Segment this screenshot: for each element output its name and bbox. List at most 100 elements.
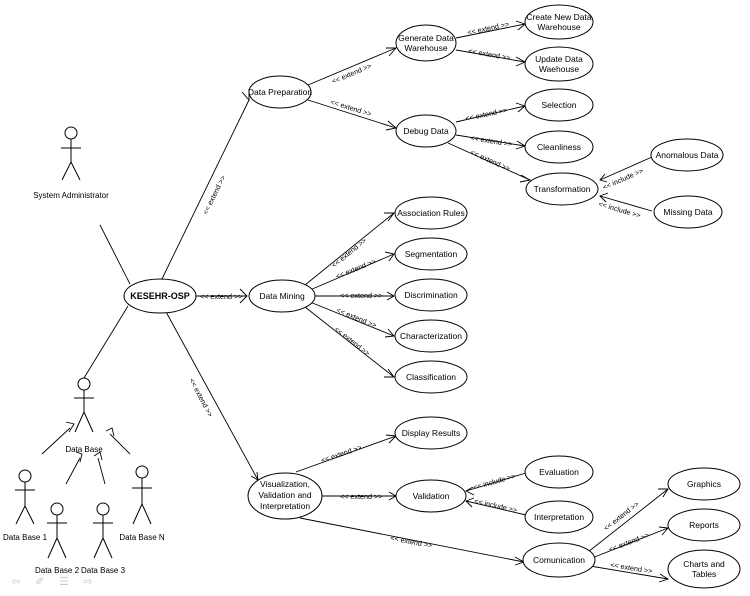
arrowhead <box>239 288 248 304</box>
arrowhead <box>658 488 669 498</box>
menu-icon[interactable]: ☰ <box>59 575 69 588</box>
arrowhead <box>465 486 475 496</box>
arrowhead <box>599 173 608 183</box>
extend-label: << extend >> <box>320 443 363 465</box>
usecase-data-preparation[interactable]: Data Preparation <box>248 75 313 109</box>
extend-line <box>455 105 526 123</box>
association-line <box>83 305 129 379</box>
usecase-comunication[interactable]: Comunication <box>522 542 596 578</box>
svg-text:Charts and: Charts and <box>683 559 725 569</box>
usecase-data-mining[interactable]: Data Mining <box>248 279 316 313</box>
extend-line <box>159 99 250 284</box>
arrowhead <box>384 212 395 222</box>
svg-text:Data Base 1: Data Base 1 <box>3 533 48 542</box>
include-line <box>599 156 653 181</box>
usecase-cleanliness[interactable]: Cleanliness <box>524 130 594 164</box>
extend-label: << extend >> <box>602 499 641 532</box>
svg-text:Reports: Reports <box>689 520 719 530</box>
svg-text:Waehouse: Waehouse <box>539 64 580 74</box>
svg-text:Selection: Selection <box>542 100 577 110</box>
prev-slide-icon[interactable]: ⇦ <box>11 575 21 588</box>
relationship-lines <box>41 23 669 580</box>
usecase-visualization[interactable]: Visualization, Validation and Interpreta… <box>247 472 323 520</box>
actor-data-base-3[interactable]: Data Base 3 <box>81 502 126 575</box>
svg-text:Data Base: Data Base <box>65 445 103 454</box>
usecase-transformation[interactable]: Transformation <box>525 172 599 206</box>
extend-label: << extend >> <box>470 133 513 149</box>
usecase-characterization[interactable]: Characterization <box>394 319 468 353</box>
usecase-debug-data[interactable]: Debug Data <box>395 114 457 148</box>
usecase-generate-data-warehouse[interactable]: Generate Data Warehouse <box>395 24 457 62</box>
include-line <box>465 500 527 516</box>
extend-line <box>295 435 397 473</box>
usecase-anomalous-data[interactable]: Anomalous Data <box>650 138 724 172</box>
svg-text:Debug Data: Debug Data <box>403 126 449 136</box>
svg-text:Warehouse: Warehouse <box>537 22 580 32</box>
svg-text:Warehouse: Warehouse <box>404 43 447 53</box>
arrowhead <box>384 368 395 378</box>
extend-line <box>455 23 526 39</box>
extend-label: << extend >> <box>607 530 650 554</box>
arrowhead <box>599 192 609 203</box>
usecase-validation[interactable]: Validation <box>395 479 467 513</box>
extend-line <box>591 527 669 559</box>
svg-text:Cleanliness: Cleanliness <box>537 142 581 152</box>
actor-data-base-n[interactable]: Data Base N <box>119 465 165 542</box>
actor-data-base-2[interactable]: Data Base 2 <box>35 502 80 575</box>
usecase-create-data-warehouse[interactable]: Create New Data Warehouse <box>524 4 594 40</box>
usecase-association-rules[interactable]: Association Rules <box>394 196 468 230</box>
svg-text:KESEHR-OSP: KESEHR-OSP <box>130 291 190 301</box>
svg-text:Missing Data: Missing Data <box>663 207 712 217</box>
extend-line <box>587 488 669 553</box>
usecase-display-results[interactable]: Display Results <box>394 416 468 450</box>
usecase-charts-and-tables[interactable]: Charts and Tables <box>667 549 741 589</box>
usecase-classification[interactable]: Classification <box>394 360 468 394</box>
svg-text:Create New Data: Create New Data <box>526 12 591 22</box>
extend-label: << extend >> <box>465 105 508 123</box>
usecase-segmentation[interactable]: Segmentation <box>394 237 468 271</box>
extend-line <box>304 212 395 286</box>
extend-label: << extend >> <box>340 492 382 501</box>
svg-text:Data Base N: Data Base N <box>119 533 165 542</box>
svg-text:Anomalous Data: Anomalous Data <box>656 150 719 160</box>
extend-label: << extend >> <box>340 291 382 300</box>
actor-data-base[interactable]: Data Base <box>65 377 103 454</box>
svg-text:Comunication: Comunication <box>533 555 585 565</box>
usecase-selection[interactable]: Selection <box>524 88 594 122</box>
extend-label: << extend >> <box>333 324 372 357</box>
usecase-kesehr-osp[interactable]: KESEHR-OSP <box>123 278 197 314</box>
extend-line <box>309 253 395 291</box>
extend-label: << extend >> <box>390 533 433 550</box>
extend-label: << extend >> <box>467 19 510 37</box>
generalization-arrowhead <box>65 421 75 433</box>
include-line <box>599 195 653 212</box>
extend-line <box>309 301 395 337</box>
svg-text:Display Results: Display Results <box>402 428 461 438</box>
pen-icon[interactable]: ✐ <box>35 575 45 588</box>
actor-data-base-1[interactable]: Data Base 1 <box>3 469 48 542</box>
usecase-interpretation[interactable]: Interpretation <box>524 500 594 534</box>
svg-text:Generate Data: Generate Data <box>398 33 454 43</box>
svg-text:Classification: Classification <box>406 372 456 382</box>
extend-line <box>589 565 669 580</box>
usecase-update-data-warehouse[interactable]: Update Data Waehouse <box>524 46 594 82</box>
usecase-discrimination[interactable]: Discrimination <box>394 278 468 312</box>
include-label: << include >> <box>474 496 518 515</box>
generalization-arrowhead <box>105 427 115 437</box>
usecase-reports[interactable]: Reports <box>667 508 741 542</box>
generalization-arrowhead <box>75 451 83 463</box>
usecase-evaluation[interactable]: Evaluation <box>524 455 594 489</box>
usecase-graphics[interactable]: Graphics <box>667 467 741 501</box>
include-line <box>465 472 527 492</box>
actor-system-administrator[interactable]: System Administrator <box>33 126 109 200</box>
generalization-arrowhead <box>93 451 103 461</box>
arrowhead <box>384 328 395 338</box>
usecase-missing-data[interactable]: Missing Data <box>653 195 723 229</box>
svg-text:Validation: Validation <box>413 491 450 501</box>
svg-text:Association Rules: Association Rules <box>397 208 465 218</box>
next-slide-icon[interactable]: ⇨ <box>83 575 93 588</box>
svg-text:Update Data: Update Data <box>535 54 583 64</box>
extend-label: << extend >> <box>469 148 511 173</box>
extend-line <box>447 142 531 181</box>
